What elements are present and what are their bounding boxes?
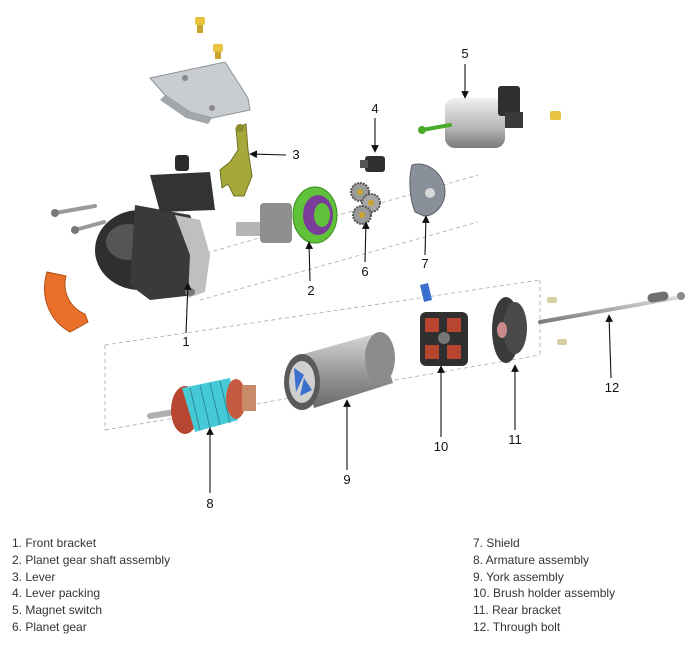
lever-packing-icon xyxy=(360,156,385,172)
callout-4: 4 xyxy=(371,101,378,116)
legend-item: 3. Lever xyxy=(12,569,56,584)
legend-item: 6. Planet gear xyxy=(12,619,87,634)
callout-5: 5 xyxy=(461,46,468,61)
rear-screws-icon xyxy=(547,297,567,345)
callout-2: 2 xyxy=(307,283,314,298)
legend-item: 10. Brush holder assembly xyxy=(473,586,616,601)
callout-11: 11 xyxy=(508,432,522,447)
york-assembly-icon xyxy=(284,332,395,410)
legend-left-column: 1. Front bracket 2. Planet gear shaft as… xyxy=(12,535,170,636)
callout-9: 9 xyxy=(343,472,350,487)
brush-holder-assembly-icon xyxy=(420,283,468,366)
rear-bracket-icon xyxy=(492,297,527,363)
legend-item: 2. Planet gear shaft assembly xyxy=(12,552,171,567)
legend-item: 9. York assembly xyxy=(473,569,564,584)
legend-item: 7. Shield xyxy=(473,536,520,550)
legend-item: 11. Rear bracket xyxy=(473,603,561,618)
legend-right-column: 7. Shield 8. Armature assembly 9. York a… xyxy=(473,535,615,636)
callout-10: 10 xyxy=(434,439,448,454)
mounting-bolts-icon xyxy=(51,204,106,234)
legend-item: 5. Magnet switch xyxy=(12,603,103,618)
callout-1: 1 xyxy=(182,334,189,349)
callout-7: 7 xyxy=(421,256,428,271)
legend-item: 4. Lever packing xyxy=(12,586,101,601)
armature-assembly-icon xyxy=(147,378,256,434)
callout-leaders xyxy=(183,64,614,493)
callout-6: 6 xyxy=(361,264,368,279)
starter-motor-exploded-diagram: 1 2 3 4 5 6 7 8 9 10 11 12 xyxy=(44,17,685,511)
planet-gears-icon xyxy=(350,182,381,225)
magnet-switch-icon xyxy=(418,86,561,148)
legend-item: 1. Front bracket xyxy=(12,536,97,550)
shield-icon xyxy=(409,163,446,217)
front-bracket-icon xyxy=(95,155,215,300)
callout-12: 12 xyxy=(605,380,619,395)
planet-gear-shaft-assembly-icon xyxy=(236,186,338,244)
through-bolt-icon xyxy=(538,291,685,324)
cover-plate-icon xyxy=(149,61,251,124)
callout-8: 8 xyxy=(206,496,213,511)
legend-item: 8. Armature assembly xyxy=(473,552,590,567)
callout-3: 3 xyxy=(292,147,299,162)
lever-icon xyxy=(219,123,253,197)
cover-bolt-icon xyxy=(195,17,223,59)
packing-icon xyxy=(44,271,89,333)
legend-item: 12. Through bolt xyxy=(473,619,561,634)
